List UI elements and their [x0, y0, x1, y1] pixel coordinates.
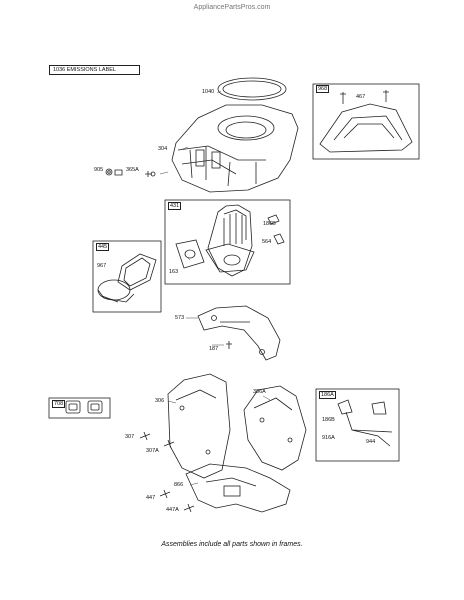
part-label-307a[interactable]: 307A: [146, 448, 159, 454]
part-431-intake: [205, 204, 255, 277]
part-label-186b[interactable]: 186B: [263, 221, 276, 227]
part-label-365a[interactable]: 365A: [126, 167, 139, 173]
part-304-blower-housing: [171, 104, 299, 193]
part-307a-screw: [163, 439, 175, 449]
part-186a-breather: [337, 399, 393, 447]
part-label-916a[interactable]: 916A: [322, 435, 335, 441]
part-label-866[interactable]: 866: [174, 482, 184, 488]
part-365a-screw: [145, 171, 156, 177]
part-866-base: [185, 463, 291, 513]
part-label-306a[interactable]: 306A: [253, 389, 266, 395]
frame-label-708[interactable]: 708: [52, 400, 66, 409]
frame-label-445[interactable]: 445: [96, 243, 110, 252]
part-label-967[interactable]: 967: [97, 263, 107, 269]
part-label-307[interactable]: 307: [125, 434, 135, 440]
part-306-shroud: [167, 373, 231, 479]
part-163-gasket: [175, 239, 205, 269]
part-708-gaskets: [65, 400, 103, 414]
part-label-447a[interactable]: 447A: [166, 507, 179, 513]
frame-186a: [315, 388, 400, 462]
frame-label-186a[interactable]: 186A: [319, 391, 336, 400]
part-label-163[interactable]: 163: [169, 269, 179, 275]
frame-445: [92, 240, 162, 313]
part-label-564[interactable]: 564: [262, 239, 272, 245]
part-445-filter: [97, 279, 135, 303]
part-label-186b-2[interactable]: 186B: [322, 417, 335, 423]
frame-708: [48, 397, 111, 419]
part-967-seal: [117, 253, 157, 291]
part-186b-fitting: [267, 214, 280, 225]
part-905-clip: [105, 168, 123, 176]
frame-431: [164, 199, 291, 285]
part-307-screw: [139, 431, 151, 441]
part-label-187[interactable]: 187: [209, 346, 219, 352]
part-564-spacer: [273, 233, 285, 245]
emissions-label-box[interactable]: 1036 EMISSIONS LABEL: [49, 65, 140, 75]
part-447a-screw: [183, 503, 195, 513]
part-573-baffle: [197, 305, 281, 361]
part-306a-shroud: [243, 385, 307, 471]
part-467-screws: [340, 90, 389, 104]
part-label-573[interactable]: 573: [175, 315, 185, 321]
part-label-447[interactable]: 447: [146, 495, 156, 501]
part-label-944[interactable]: 944: [366, 439, 376, 445]
part-447-screw: [159, 489, 171, 499]
frame-968: [312, 83, 420, 160]
part-label-306[interactable]: 306: [155, 398, 165, 404]
frame-label-968[interactable]: 968: [316, 85, 330, 94]
part-187-screw: [226, 341, 232, 349]
site-watermark: AppliancePartsPros.com: [193, 4, 271, 11]
part-label-304[interactable]: 304: [158, 146, 168, 152]
footer-note: Assemblies include all parts shown in fr…: [161, 541, 303, 548]
frame-label-431[interactable]: 431: [168, 202, 182, 211]
part-968-cover: [319, 103, 413, 153]
part-label-905[interactable]: 905: [94, 167, 104, 173]
part-1040-ring: [217, 77, 287, 101]
part-label-1040[interactable]: 1040: [202, 89, 215, 95]
part-label-467[interactable]: 467: [356, 94, 366, 100]
